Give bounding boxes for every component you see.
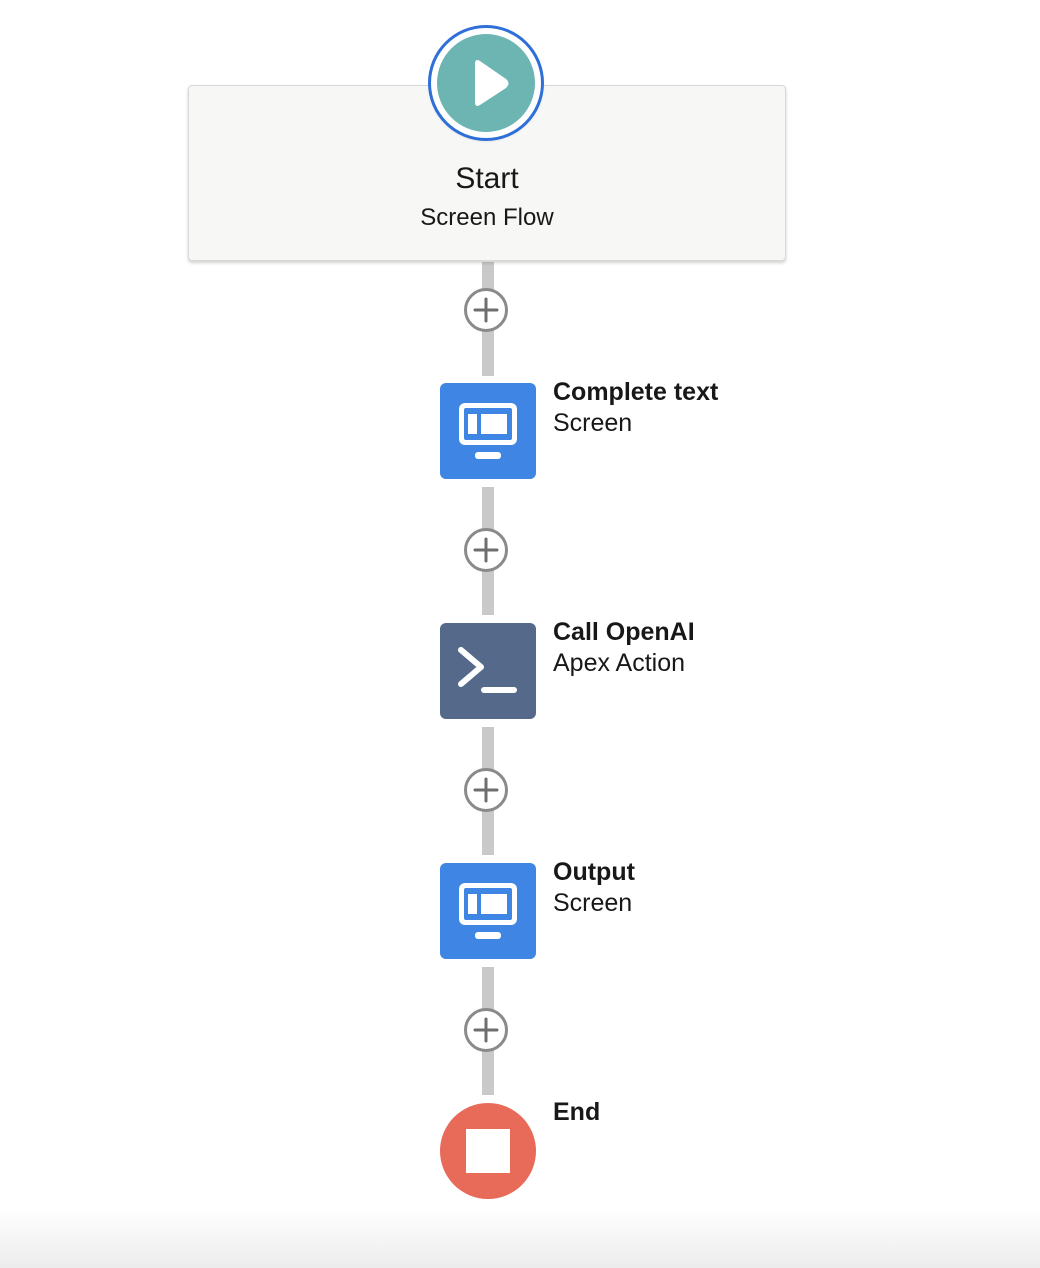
play-icon[interactable] [431, 28, 541, 138]
start-title: Start [455, 162, 519, 195]
terminal-prompt-icon[interactable] [440, 623, 536, 719]
add-element-button[interactable] [464, 288, 508, 332]
add-element-button[interactable] [464, 1008, 508, 1052]
add-element-button[interactable] [464, 528, 508, 572]
bottom-fade [0, 1208, 1040, 1268]
node-label-end: End [553, 1097, 600, 1127]
node-type: Screen [553, 889, 633, 917]
node-type: Screen [553, 409, 633, 437]
node-label-output: Output Screen [553, 857, 635, 919]
node-label-call-openai: Call OpenAI Apex Action [553, 617, 695, 679]
start-subtitle: Screen Flow [420, 204, 554, 231]
node-name: Output [553, 858, 635, 886]
screen-icon[interactable] [440, 383, 536, 479]
stop-icon[interactable] [440, 1103, 536, 1199]
node-label-complete-text: Complete text Screen [553, 377, 718, 439]
node-name: Complete text [553, 378, 719, 406]
screen-icon[interactable] [440, 863, 536, 959]
end-label: End [553, 1098, 601, 1126]
add-element-button[interactable] [464, 768, 508, 812]
node-type: Apex Action [553, 649, 686, 677]
node-name: Call OpenAI [553, 618, 695, 646]
